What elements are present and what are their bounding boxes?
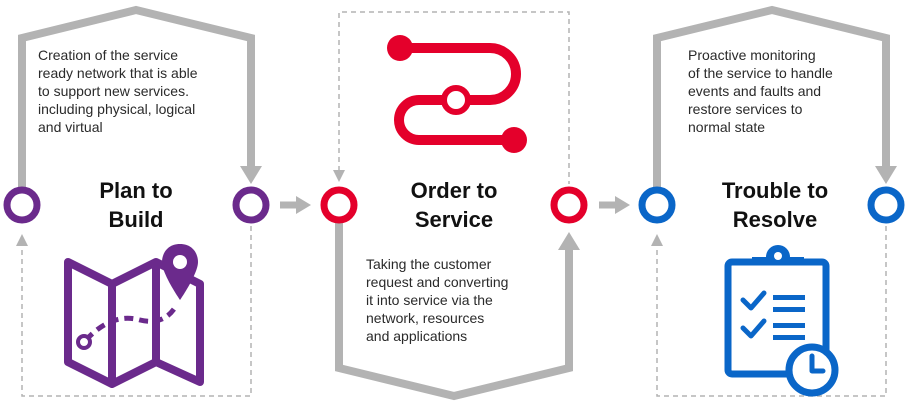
folded-map-with-pin-icon (64, 244, 204, 388)
title-line: Resolve (732, 207, 818, 232)
trouble-to-resolve-title: Trouble to Resolve (680, 176, 870, 234)
plan-to-build-description: Creation of the service ready network th… (38, 46, 248, 136)
title-line: Plan to (99, 178, 173, 203)
plan-to-build-dashed-loop (21, 226, 252, 397)
order-to-service-dashed-loop (338, 11, 570, 184)
order-end-ring (550, 186, 588, 224)
plan-to-build-frame (18, 5, 255, 190)
description-line: Creation of the service (38, 47, 179, 63)
connector-arrow-2 (599, 196, 630, 214)
description-line: events and faults and (688, 83, 822, 99)
trouble-start-ring (638, 186, 676, 224)
description-line: including physical, logical (38, 101, 196, 117)
title-line: Build (108, 207, 164, 232)
title-line: Order to (410, 178, 498, 203)
order-start-ring (320, 186, 358, 224)
plan-to-build-arrow-head (240, 166, 262, 184)
trouble-to-resolve-dashed-arrow-head (651, 234, 663, 246)
description-line: request and converting (366, 274, 509, 290)
description-line: of the service to handle (688, 65, 833, 81)
plan-end-ring (232, 186, 270, 224)
plan-to-build-title: Plan to Build (46, 176, 226, 234)
plan-to-build-dashed-arrow-head (16, 234, 28, 246)
order-to-service-dashed-arrow-head (333, 170, 345, 182)
order-to-service-frame (335, 222, 573, 401)
order-to-service-title: Order to Service (364, 176, 544, 234)
connector-arrow-1 (280, 196, 311, 214)
trouble-end-ring (867, 186, 905, 224)
description-line: restore services to (688, 101, 803, 117)
trouble-to-resolve-dashed-loop (656, 226, 887, 397)
trouble-to-resolve-arrow-head (875, 166, 897, 184)
description-line: Proactive monitoring (688, 47, 816, 63)
clipboard-checklist-clock-icon (724, 245, 839, 397)
description-line: Taking the customer (366, 256, 492, 272)
description-line: network, resources (366, 310, 485, 326)
title-line: Service (414, 207, 494, 232)
description-line: and virtual (38, 119, 103, 135)
title-line: Trouble to (721, 178, 829, 203)
order-to-service-description: Taking the customer request and converti… (366, 255, 562, 345)
description-line: and applications (366, 328, 468, 344)
order-to-service-arrow-head (558, 232, 580, 250)
description-line: to support new services. (38, 83, 189, 99)
description-line: normal state (688, 119, 766, 135)
trouble-to-resolve-frame (653, 5, 890, 190)
trouble-to-resolve-description: Proactive monitoring of the service to h… (688, 46, 884, 136)
plan-start-ring (3, 186, 41, 224)
description-line: it into service via the (366, 292, 493, 308)
winding-path-icon (387, 35, 527, 153)
description-line: ready network that is able (38, 65, 198, 81)
